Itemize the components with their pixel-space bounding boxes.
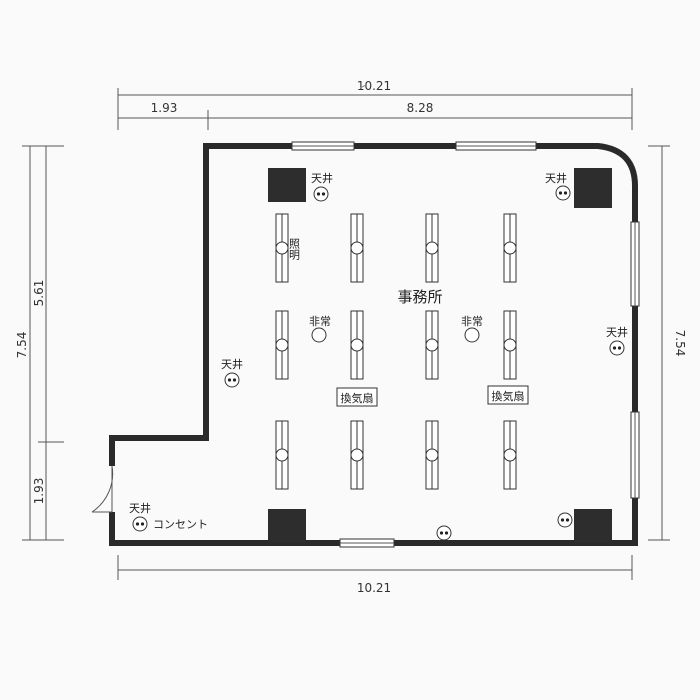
light-fixture	[350, 213, 364, 283]
room-name-office: 事務所	[397, 288, 442, 306]
outlet-icon	[557, 512, 573, 528]
emergency-light-right: 非常	[461, 315, 483, 343]
dimension-right: 7.54	[648, 145, 687, 541]
windows	[291, 141, 640, 548]
light-fixture	[350, 310, 364, 380]
dim-top-total: 10.21	[357, 79, 391, 93]
ceiling-label: 天井	[606, 325, 628, 339]
emergency-label: 非常	[461, 315, 483, 328]
entrance-door	[91, 465, 116, 513]
light-fixtures	[275, 213, 517, 490]
emergency-label: 非常	[309, 315, 331, 328]
outlet-icon	[313, 186, 329, 202]
emergency-light-left: 非常	[309, 315, 331, 343]
light-fixture	[503, 310, 517, 380]
ceiling-label: 天井	[129, 501, 151, 515]
columns	[268, 168, 612, 543]
dimension-bottom: 10.21	[117, 555, 633, 595]
ceiling-outlets	[132, 185, 625, 541]
light-fixture	[425, 213, 439, 283]
ventilation-fan-right: 換気扇	[487, 385, 529, 405]
dim-top-right: 8.28	[407, 101, 434, 115]
ventilation-fan-label: 換気扇	[341, 391, 374, 405]
outlet-icon	[436, 525, 452, 541]
light-fixture	[425, 310, 439, 380]
dimension-left: 7.54 5.61 1.93	[15, 145, 64, 541]
outlet-icon	[132, 516, 148, 532]
ventilation-fan-left: 換気扇	[336, 387, 378, 407]
light-fixture	[350, 420, 364, 490]
light-fixture	[275, 310, 289, 380]
light-fixture	[275, 420, 289, 490]
light-fixture	[425, 420, 439, 490]
light-fixture	[503, 213, 517, 283]
light-fixture	[275, 213, 289, 283]
dim-left-upper: 5.61	[32, 280, 46, 307]
dim-right-total: 7.54	[673, 330, 687, 357]
ceiling-label: 天井	[545, 171, 567, 185]
ventilation-fan-label: 換気扇	[492, 389, 525, 403]
exterior-wall	[109, 143, 638, 546]
dim-bottom-total: 10.21	[357, 581, 391, 595]
light-fixture	[503, 420, 517, 490]
outlet-icon	[555, 185, 571, 201]
dim-top-left: 1.93	[151, 101, 178, 115]
outlet-icon	[224, 372, 240, 388]
dim-left-total: 7.54	[15, 332, 29, 359]
ceiling-label: 天井	[311, 171, 333, 185]
outlet-icon	[609, 340, 625, 356]
lighting-label: 照明	[288, 238, 301, 261]
dim-left-lower: 1.93	[32, 478, 46, 505]
dimension-top: 10.21 1.93 8.28	[117, 79, 633, 130]
outlet-label: コンセント	[153, 518, 208, 531]
ceiling-label: 天井	[221, 357, 243, 371]
